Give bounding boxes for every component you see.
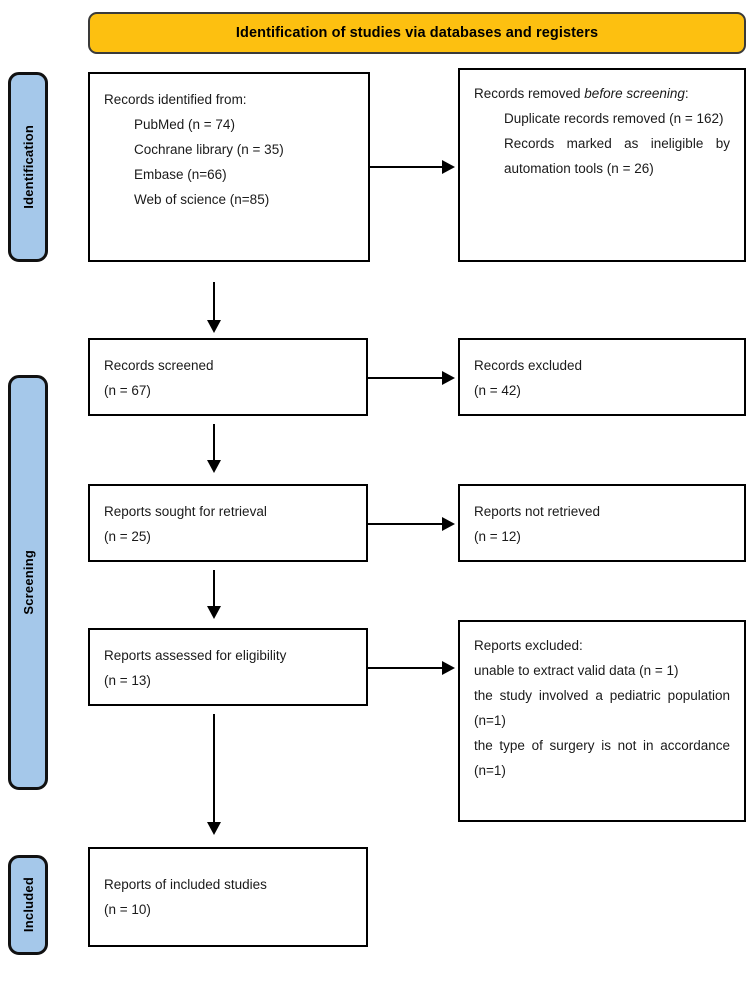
- box-records-screened: Records screened (n = 67): [88, 338, 368, 416]
- reports-not-retrieved-label: Reports not retrieved: [474, 504, 601, 519]
- reports-excluded-reason-pediatric: the study involved a pediatric populatio…: [474, 687, 730, 728]
- records-removed-heading-emphasis: before screening: [584, 86, 685, 101]
- connector-identified-to-screened-arrowhead: [207, 320, 221, 333]
- reports-assessed-label: Reports assessed for eligibility: [104, 648, 287, 663]
- records-removed-item-automation: Records marked as ineligible by automati…: [504, 135, 730, 176]
- records-identified-source-cochrane: Cochrane library (n = 35): [134, 141, 284, 157]
- connector-screened-to-sought-arrowhead: [207, 460, 221, 473]
- box-reports-assessed: Reports assessed for eligibility (n = 13…: [88, 628, 368, 706]
- box-records-removed: Records removed before screening: Duplic…: [458, 68, 746, 262]
- stage-label-identification: Identification: [8, 72, 48, 262]
- box-reports-excluded: Reports excluded: unable to extract vali…: [458, 620, 746, 822]
- records-removed-heading: Records removed before screening:: [474, 82, 730, 107]
- box-records-excluded: Records excluded (n = 42): [458, 338, 746, 416]
- records-excluded-label: Records excluded: [474, 358, 583, 373]
- records-identified-heading: Records identified from:: [104, 92, 247, 107]
- connector-screened-to-excluded-line: [368, 377, 442, 379]
- records-removed-heading-post: :: [684, 86, 689, 101]
- connector-identified-to-removed-arrowhead: [442, 160, 455, 174]
- connector-assessed-to-included-line: [213, 714, 215, 824]
- reports-not-retrieved-count: (n = 12): [474, 528, 521, 544]
- reports-sought-count: (n = 25): [104, 528, 151, 544]
- records-identified-source-pubmed: PubMed (n = 74): [134, 116, 235, 132]
- connector-sought-to-assessed-line: [213, 570, 215, 608]
- stage-label-screening: Screening: [8, 375, 48, 790]
- banner-identification-header: Identification of studies via databases …: [88, 12, 746, 54]
- reports-excluded-heading: Reports excluded:: [474, 638, 583, 653]
- connector-assessed-to-excluded-arrowhead: [442, 661, 455, 675]
- connector-sought-to-notretrieved-line: [368, 523, 442, 525]
- connector-identified-to-removed-line: [370, 166, 442, 168]
- reports-included-count: (n = 10): [104, 901, 151, 917]
- stage-label-included-text: Included: [20, 877, 36, 933]
- reports-assessed-count: (n = 13): [104, 672, 151, 688]
- reports-sought-label: Reports sought for retrieval: [104, 504, 267, 519]
- connector-screened-to-sought-line: [213, 424, 215, 462]
- records-identified-source-embase: Embase (n=66): [134, 166, 227, 182]
- records-excluded-count: (n = 42): [474, 382, 521, 398]
- stage-label-screening-text: Screening: [20, 550, 36, 615]
- connector-screened-to-excluded-arrowhead: [442, 371, 455, 385]
- records-screened-count: (n = 67): [104, 382, 151, 398]
- records-removed-item-duplicates: Duplicate records removed (n = 162): [504, 110, 724, 126]
- reports-included-label: Reports of included studies: [104, 877, 267, 892]
- box-reports-included: Reports of included studies (n = 10): [88, 847, 368, 947]
- box-reports-sought: Reports sought for retrieval (n = 25): [88, 484, 368, 562]
- banner-title: Identification of studies via databases …: [235, 25, 599, 41]
- stage-label-included: Included: [8, 855, 48, 955]
- reports-excluded-reason-surgery-type: the type of surgery is not in accordance…: [474, 737, 730, 778]
- connector-assessed-to-included-arrowhead: [207, 822, 221, 835]
- connector-sought-to-assessed-arrowhead: [207, 606, 221, 619]
- records-identified-source-webofscience: Web of science (n=85): [134, 191, 270, 207]
- records-removed-heading-pre: Records removed: [474, 86, 585, 101]
- box-reports-not-retrieved: Reports not retrieved (n = 12): [458, 484, 746, 562]
- connector-assessed-to-excluded-line: [368, 667, 442, 669]
- reports-excluded-reason-invalid-data: unable to extract valid data (n = 1): [474, 662, 679, 678]
- records-screened-label: Records screened: [104, 358, 214, 373]
- connector-identified-to-screened-line: [213, 282, 215, 322]
- box-records-identified: Records identified from: PubMed (n = 74)…: [88, 72, 370, 262]
- stage-label-identification-text: Identification: [20, 125, 36, 209]
- connector-sought-to-notretrieved-arrowhead: [442, 517, 455, 531]
